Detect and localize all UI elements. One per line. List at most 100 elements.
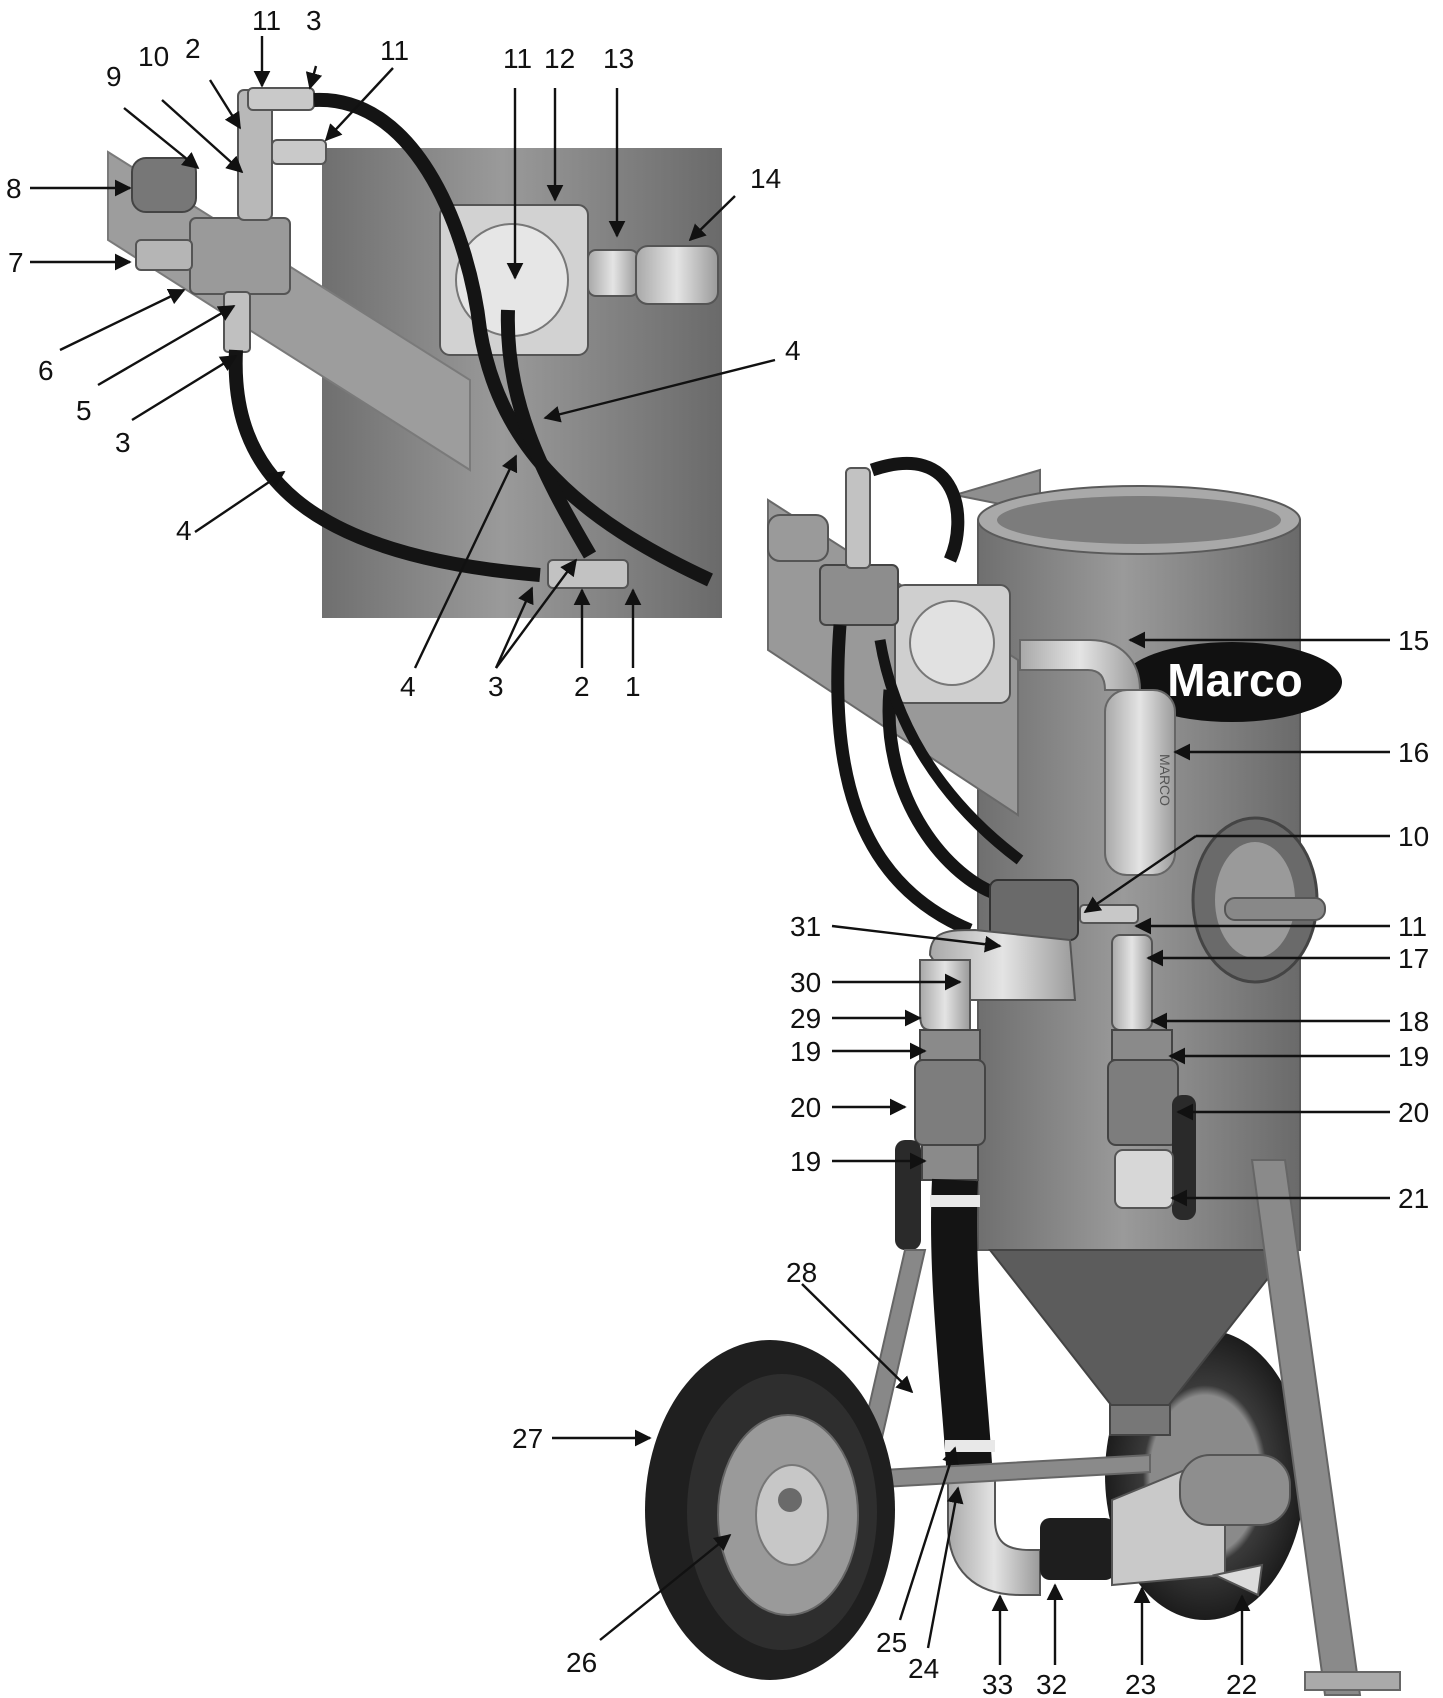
callout-27: 27: [512, 1423, 543, 1454]
blast-hose: [931, 1178, 993, 1482]
leader-lines: [30, 36, 1390, 1665]
callout-2: 2: [574, 671, 590, 702]
inset-bottom-tee: [547, 559, 629, 589]
callout-32: 32: [1036, 1669, 1067, 1698]
inset-fitting-14: [635, 245, 719, 305]
inset-elbow-side: [271, 139, 327, 165]
control-muffler: [767, 514, 829, 562]
leader-4-b: [543, 358, 776, 423]
callout-11: 11: [380, 35, 409, 66]
front-hub: [755, 1464, 829, 1566]
callout-4: 4: [176, 515, 192, 546]
callout-24: 24: [908, 1653, 939, 1684]
callout-9: 9: [106, 61, 122, 92]
tee-fitting-11: [1079, 904, 1139, 924]
pop-up-valve: [989, 879, 1079, 941]
inset-fitting-7: [135, 239, 193, 271]
coupling-hose-32: [1040, 1518, 1115, 1580]
leader-11-b: [324, 67, 394, 142]
inset-valve-block: [189, 217, 291, 295]
ball-valve-right: [1107, 1059, 1179, 1146]
callout-12: 12: [544, 43, 575, 74]
callout-16: 16: [1398, 737, 1429, 768]
filter-label: MARCO: [1157, 754, 1173, 806]
nipple-19-lower: [921, 1144, 979, 1181]
leader-28: [801, 1283, 914, 1394]
inset-detail-view: [107, 87, 722, 618]
callout-10: 10: [1398, 821, 1429, 852]
callout-22: 22: [1226, 1669, 1257, 1698]
inset-hose-c: [500, 309, 597, 559]
callout-11: 11: [1398, 911, 1427, 942]
leader-3-c: [494, 586, 534, 669]
callout-10: 10: [138, 41, 169, 72]
leader-26: [599, 1533, 732, 1641]
callout-20: 20: [790, 1092, 821, 1123]
leader-6: [59, 288, 186, 352]
nipple-19-left: [919, 1029, 981, 1061]
callout-26: 26: [566, 1647, 597, 1678]
valve-spout-22: [1211, 1563, 1264, 1597]
tank-opening: [997, 496, 1281, 544]
callout-31: 31: [790, 911, 821, 942]
callout-3: 3: [306, 5, 322, 36]
control-hose-left: [831, 624, 973, 936]
leader-10-b: [1083, 835, 1197, 913]
callout-1: 1: [625, 671, 641, 702]
callout-18: 18: [1398, 1006, 1429, 1037]
control-hose-top: [869, 457, 965, 563]
callout-29: 29: [790, 1003, 821, 1034]
rear-foot: [1304, 1671, 1401, 1691]
control-hose-cross: [874, 639, 1024, 865]
ball-valve-handle-right: [1172, 1095, 1196, 1220]
callout-33: 33: [982, 1669, 1013, 1698]
ball-valve-left: [914, 1059, 986, 1146]
callout-17: 17: [1398, 943, 1429, 974]
hose-band-bottom: [945, 1440, 995, 1452]
control-tee-stack: [845, 467, 871, 569]
callout-23: 23: [1125, 1669, 1156, 1698]
inlet-elbow: [1019, 639, 1142, 691]
leader-10-a: [161, 99, 244, 174]
marco-logo: [1122, 642, 1342, 722]
callout-3: 3: [115, 427, 131, 458]
leader-4-a: [194, 471, 286, 533]
callout-11: 11: [503, 43, 532, 74]
callout-6: 6: [38, 355, 54, 386]
rear-leg: [1250, 1159, 1362, 1696]
callout-2: 2: [185, 33, 201, 64]
control-hose-right: [882, 689, 1003, 902]
callout-19: 19: [1398, 1041, 1429, 1072]
callout-7: 7: [8, 247, 24, 278]
leader-2-a: [208, 79, 242, 130]
callout-13: 13: [603, 43, 634, 74]
hose-band-top: [930, 1195, 980, 1207]
handway-handle: [1224, 897, 1326, 921]
nipple-19-right: [1111, 1029, 1173, 1061]
callout-14: 14: [750, 163, 781, 194]
leader-9: [123, 107, 200, 170]
bottom-elbow: [947, 1479, 1041, 1596]
callout-19: 19: [790, 1146, 821, 1177]
callout-3: 3: [488, 671, 504, 702]
control-block: [819, 564, 899, 626]
inset-coupling-13: [587, 249, 639, 297]
callout-30: 30: [790, 967, 821, 998]
inset-hose-a: [313, 92, 713, 587]
callout-4: 4: [785, 335, 801, 366]
leader-24: [926, 1486, 964, 1649]
callout-4: 4: [400, 671, 416, 702]
callout-19: 19: [790, 1036, 821, 1067]
callout-8: 8: [6, 173, 22, 204]
inset-elbow-top: [247, 87, 315, 111]
inset-nipple: [223, 291, 251, 353]
elbow-29: [919, 959, 971, 1031]
leader-5: [97, 304, 236, 387]
blast-machine: Marco MARCO: [645, 457, 1401, 1696]
leader-25: [898, 1446, 959, 1621]
leader-3-d: [495, 558, 577, 669]
callout-15: 15: [1398, 625, 1429, 656]
valve-diaphragm: [909, 600, 995, 686]
leader-14: [688, 195, 736, 242]
callout-5: 5: [76, 395, 92, 426]
